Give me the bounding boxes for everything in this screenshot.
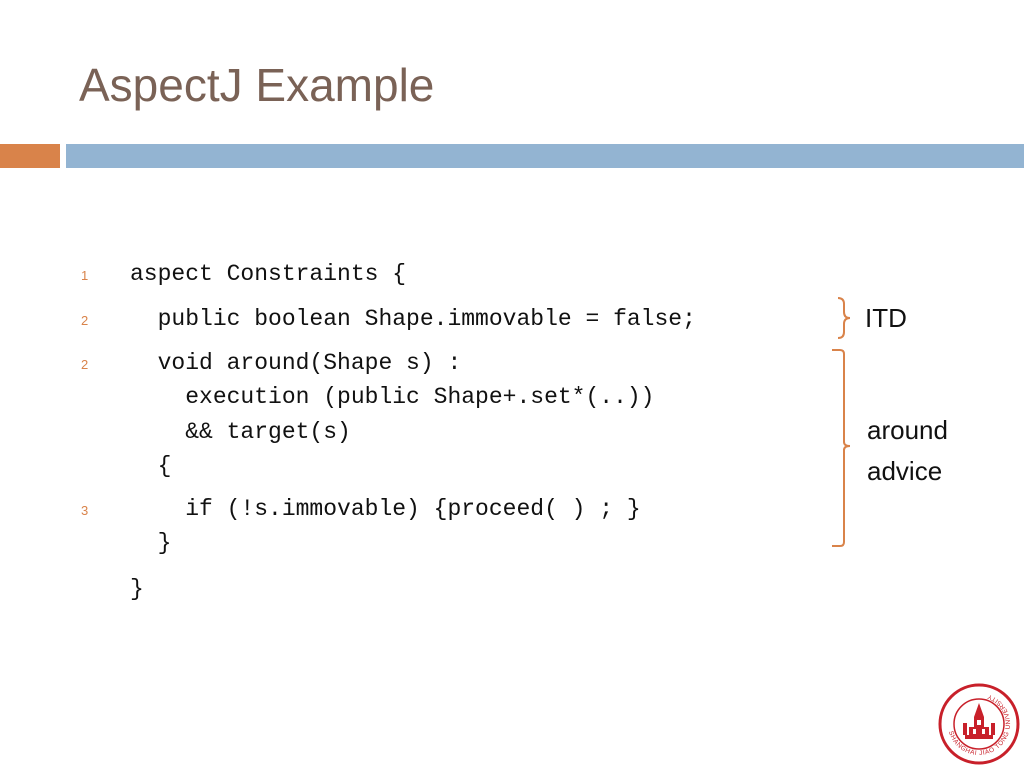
accent-bar-orange <box>0 144 60 168</box>
slide-title: AspectJ Example <box>79 59 435 111</box>
code-line: aspect Constraints { <box>130 261 407 287</box>
university-seal-logo: SHANGHAI JIAO TONG UNIVERSITY <box>938 683 1020 765</box>
code-line: execution (public Shape+.set*(..)) <box>130 384 655 410</box>
code-line: if (!s.immovable) {proceed( ) ; } <box>130 496 641 522</box>
around-advice-label-line2: advice <box>867 456 943 486</box>
line-number: 2 <box>81 313 89 328</box>
line-number: 3 <box>81 503 89 518</box>
code-line: { <box>130 453 172 479</box>
code-line: } <box>130 530 172 556</box>
line-number: 1 <box>81 268 89 283</box>
itd-label: ITD <box>865 303 907 333</box>
code-line: } <box>130 576 144 602</box>
around-advice-brace <box>832 349 851 547</box>
code-line: && target(s) <box>130 419 351 445</box>
code-line: public boolean Shape.immovable = false; <box>130 306 696 332</box>
around-advice-label-line1: around <box>867 415 948 445</box>
code-line: void around(Shape s) : <box>130 350 462 376</box>
line-number: 2 <box>81 357 89 372</box>
accent-bar-blue <box>66 144 1024 168</box>
itd-brace <box>837 297 851 339</box>
